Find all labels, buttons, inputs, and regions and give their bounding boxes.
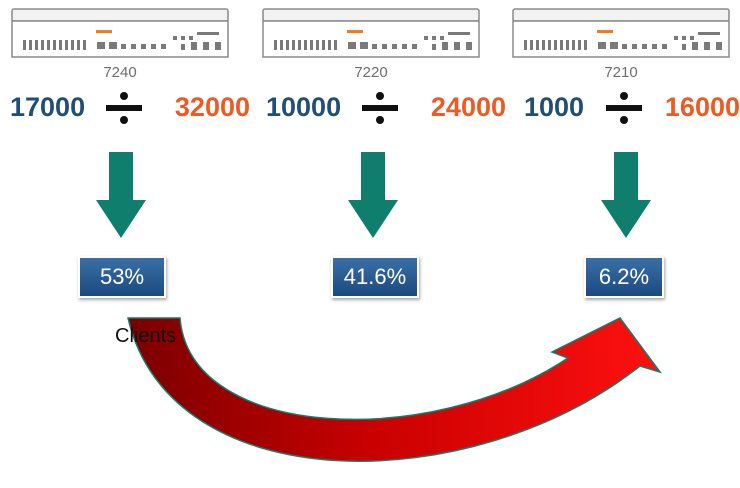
denominator-value: 16000 (664, 92, 740, 122)
ratio-equation: 1000 16000 (524, 88, 740, 128)
numerator-value: 10000 (266, 92, 342, 122)
numerator-value: 1000 (524, 92, 585, 122)
denominator-value: 24000 (430, 92, 506, 122)
ratio-equation: 10000 24000 (266, 88, 506, 128)
denominator-value: 32000 (174, 92, 250, 122)
controller-device-icon (262, 8, 480, 58)
device-model-label: 7240 (103, 64, 137, 81)
controller-device-icon (11, 8, 229, 58)
division-sign-icon (362, 92, 398, 124)
ratio-equation: 17000 32000 (10, 88, 250, 128)
device-model-label: 7220 (354, 64, 388, 81)
device-model-label: 7210 (604, 64, 638, 81)
division-sign-icon (106, 92, 142, 124)
down-arrow-icon (348, 152, 398, 238)
down-arrow-icon (601, 152, 651, 238)
division-sign-icon (606, 92, 642, 124)
controller-device-icon (512, 8, 730, 58)
curve-label: Clients (115, 325, 177, 347)
numerator-value: 17000 (10, 92, 86, 122)
percent-badge: 53% (78, 256, 166, 298)
percent-badge: 6.2% (584, 256, 664, 298)
percent-badge: 41.6% (331, 256, 419, 298)
down-arrow-icon (96, 152, 146, 238)
